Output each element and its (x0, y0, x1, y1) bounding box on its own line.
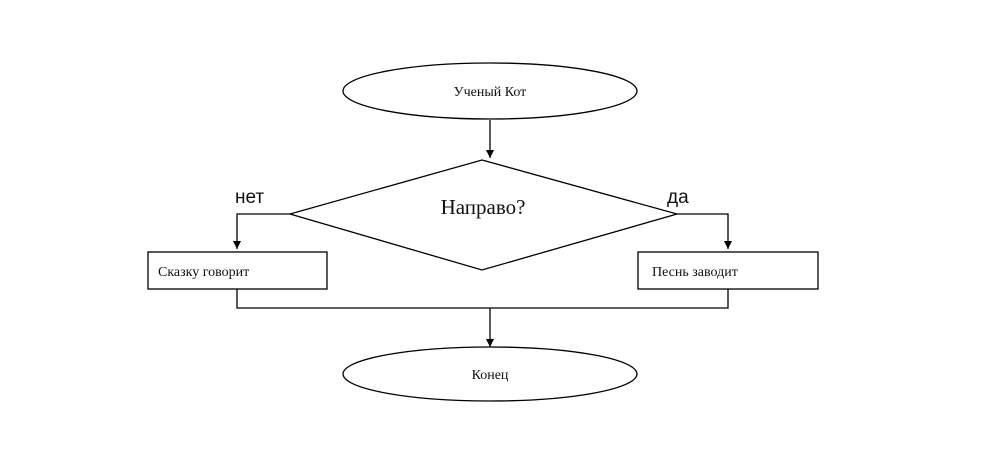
right-action-label: Песнь заводит (652, 265, 738, 280)
end-node (342, 346, 638, 402)
start-node-label: Ученый Кот (454, 85, 527, 100)
connector-right-to-merge (490, 289, 729, 309)
end-node-label: Конец (472, 368, 509, 383)
connector-left-to-merge (236, 289, 490, 309)
branch-no-label: нет (235, 187, 264, 208)
decision-node (287, 159, 680, 271)
connector-decision-to-right (677, 213, 732, 249)
left-action-label: Сказку говорит (158, 265, 249, 280)
decision-node-label: Направо? (441, 195, 526, 219)
connector-decision-to-left (233, 213, 290, 249)
branch-yes-label: да (667, 187, 689, 208)
right-action-box (637, 251, 819, 290)
start-node (342, 62, 638, 120)
